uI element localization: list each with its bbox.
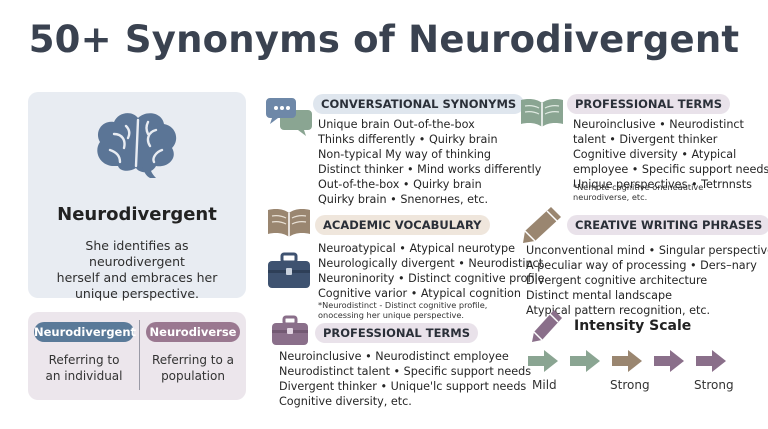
synonym-line: Divergent thinker • Unique'lc support ne… <box>279 380 527 393</box>
arrow-right-icon <box>528 350 558 372</box>
neurodivergent-badge: Neurodivergent <box>34 322 136 342</box>
pencil-icon <box>523 207 561 243</box>
synonym-line: Neurodistinct talent • Specific support … <box>279 365 532 378</box>
synonym-line: Cognitive diversity • Atypical <box>573 148 737 161</box>
population-description: Referring to a population <box>143 352 243 384</box>
arrow-right-icon <box>654 350 684 372</box>
scale-label-mild: Mild <box>532 378 557 392</box>
open-book-icon <box>521 99 563 127</box>
briefcase-icon <box>272 315 308 345</box>
briefcase-icon <box>268 252 310 288</box>
phrase-line: Divergent cognitive architecture <box>526 274 708 287</box>
note-line: *Neurodistinct - Distinct cognitive prof… <box>318 300 488 310</box>
example-line: herself and embraces her <box>56 270 218 285</box>
professional-heading-right: PROFESSIONAL TERMS <box>567 94 731 114</box>
synonym-line: Neuroninority • Distinct cognitive profi… <box>318 272 545 285</box>
phrase-line: A peculiar way of processing • Ders–nary <box>526 259 757 272</box>
intensity-scale-title: Intensity Scale <box>574 318 692 334</box>
phrase-line: Unconventional mind • Singular perspecti… <box>526 244 768 257</box>
synonym-line: Distinct thinker • Mind works differentl… <box>318 163 542 176</box>
scale-label-strong: Strong <box>610 378 650 392</box>
brain-icon <box>97 113 177 178</box>
synonym-line: Neurologically divergent • Neurodistinct <box>318 257 544 270</box>
desc-line: Referring to <box>48 353 120 367</box>
synonym-line: Cognitive varior • Atypical cognition <box>318 287 521 300</box>
synonym-line: Out-of-the-box • Quirky brain <box>318 178 482 191</box>
synonym-line: talent • Divergent thinker <box>573 133 718 146</box>
scale-label-strong: Strong <box>694 378 734 392</box>
synonym-line: Non-typical My way of thinking <box>318 148 492 161</box>
page-title: 50+ Synonyms of Neurodivergent <box>28 18 740 61</box>
academic-list: Neuroatypical • Atypical neurotype Neuro… <box>318 241 545 301</box>
divider <box>139 320 140 390</box>
synonym-line: Quirky brain • Snenorнes, etc. <box>318 193 489 206</box>
professional-list-left: Neuroinclusive • Neurodistinct employee … <box>279 349 531 409</box>
main-term: Neurodivergent <box>57 204 217 225</box>
individual-description: Referring to an individual <box>34 352 134 384</box>
academic-heading: ACADEMIC VOCABULARY <box>315 215 490 235</box>
neurodiverse-badge: Neurodiverse <box>146 322 240 342</box>
professional-heading-left: PROFESSIONAL TERMS <box>315 323 479 343</box>
comparison-card: Neurodivergent Neurodiverse Referring to… <box>28 312 246 400</box>
synonym-line: Unique brain Out-of-the-box <box>318 118 475 131</box>
desc-line: population <box>161 369 225 383</box>
synonym-line: Neuroinclusive • Neurodistinct employee <box>279 350 509 363</box>
example-line: She identifies as neurodivergent <box>85 238 189 269</box>
professional-note: *Nemote cognitive oneneautive neurodiver… <box>573 182 703 202</box>
synonym-line: Unique perspectives • Tetrnnsts <box>573 178 752 191</box>
academic-note: *Neurodistinct - Distinct cognitive prof… <box>318 300 487 320</box>
arrow-right-icon <box>612 350 642 372</box>
note-line: onocessing her unique perspective. <box>318 310 464 320</box>
professional-list-right: Neuroinclusive • Neurodistinct talent • … <box>573 117 768 192</box>
creative-heading: CREATIVE WRITING PHRASES <box>567 215 768 235</box>
arrow-right-icon <box>570 350 600 372</box>
phrase-line: Atypical pattern recognition, etc. <box>526 304 711 317</box>
arrow-right-icon <box>696 350 726 372</box>
synonym-line: Neuroinclusive • Neurodistinct <box>573 118 744 131</box>
note-line: *Nemote cognitive oneneautive <box>573 182 704 192</box>
note-line: neurodiverse, etc. <box>573 192 648 202</box>
synonym-line: employee • Specific support needs <box>573 163 768 176</box>
desc-line: an individual <box>45 369 123 383</box>
synonym-line: Neuroatypical • Atypical neurotype <box>318 242 516 255</box>
book-icon <box>268 209 310 237</box>
desc-line: Referring to a <box>151 353 235 367</box>
example-sentence: She identifies as neurodivergent herself… <box>38 238 236 302</box>
pencil-icon <box>532 310 562 342</box>
synonym-line: Cognitive diversity, etc. <box>279 395 412 408</box>
example-line: unique perspective. <box>74 286 200 301</box>
phrase-line: Distinct mental landscape <box>526 289 672 302</box>
definition-card: Neurodivergent She identifies as neurodi… <box>28 92 246 301</box>
synonym-line: Thinks differently • Quirky brain <box>318 133 498 146</box>
speech-bubbles-icon <box>266 98 312 136</box>
creative-list: Unconventional mind • Singular perspecti… <box>526 243 768 318</box>
conversational-list: Unique brain Out-of-the-box Thinks diffe… <box>318 117 541 207</box>
conversational-heading: CONVERSATIONAL SYNONYMS <box>313 94 525 114</box>
